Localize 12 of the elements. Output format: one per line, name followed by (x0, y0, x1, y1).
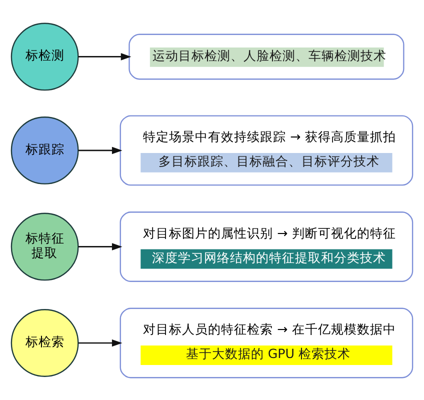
node-circle: 标检索 (10, 308, 79, 376)
node-box: 特定场景中有效持续跟踪 → 获得高质量抓拍 多目标跟踪、目标融合、目标评分技术 (120, 114, 414, 186)
node-circle: 标特征提取 (10, 212, 79, 280)
node-circle: 标检测 (10, 22, 79, 90)
arrow (78, 338, 122, 346)
arrow (78, 242, 122, 250)
node-circle: 标跟踪 (10, 116, 79, 184)
node-box: 对目标图片的属性识别 → 判断可视化的特征 深度学习网络结构的特征提取和分类技术 (120, 211, 414, 282)
arrow (78, 52, 132, 60)
node-box: 对目标人员的特征检索 → 在千亿规模数据中 基于大数据的 GPU 检索技术 (120, 307, 414, 378)
node-box: 运动目标检测、人脸检测、车辆检测技术 (128, 33, 404, 80)
arrow (78, 146, 122, 154)
